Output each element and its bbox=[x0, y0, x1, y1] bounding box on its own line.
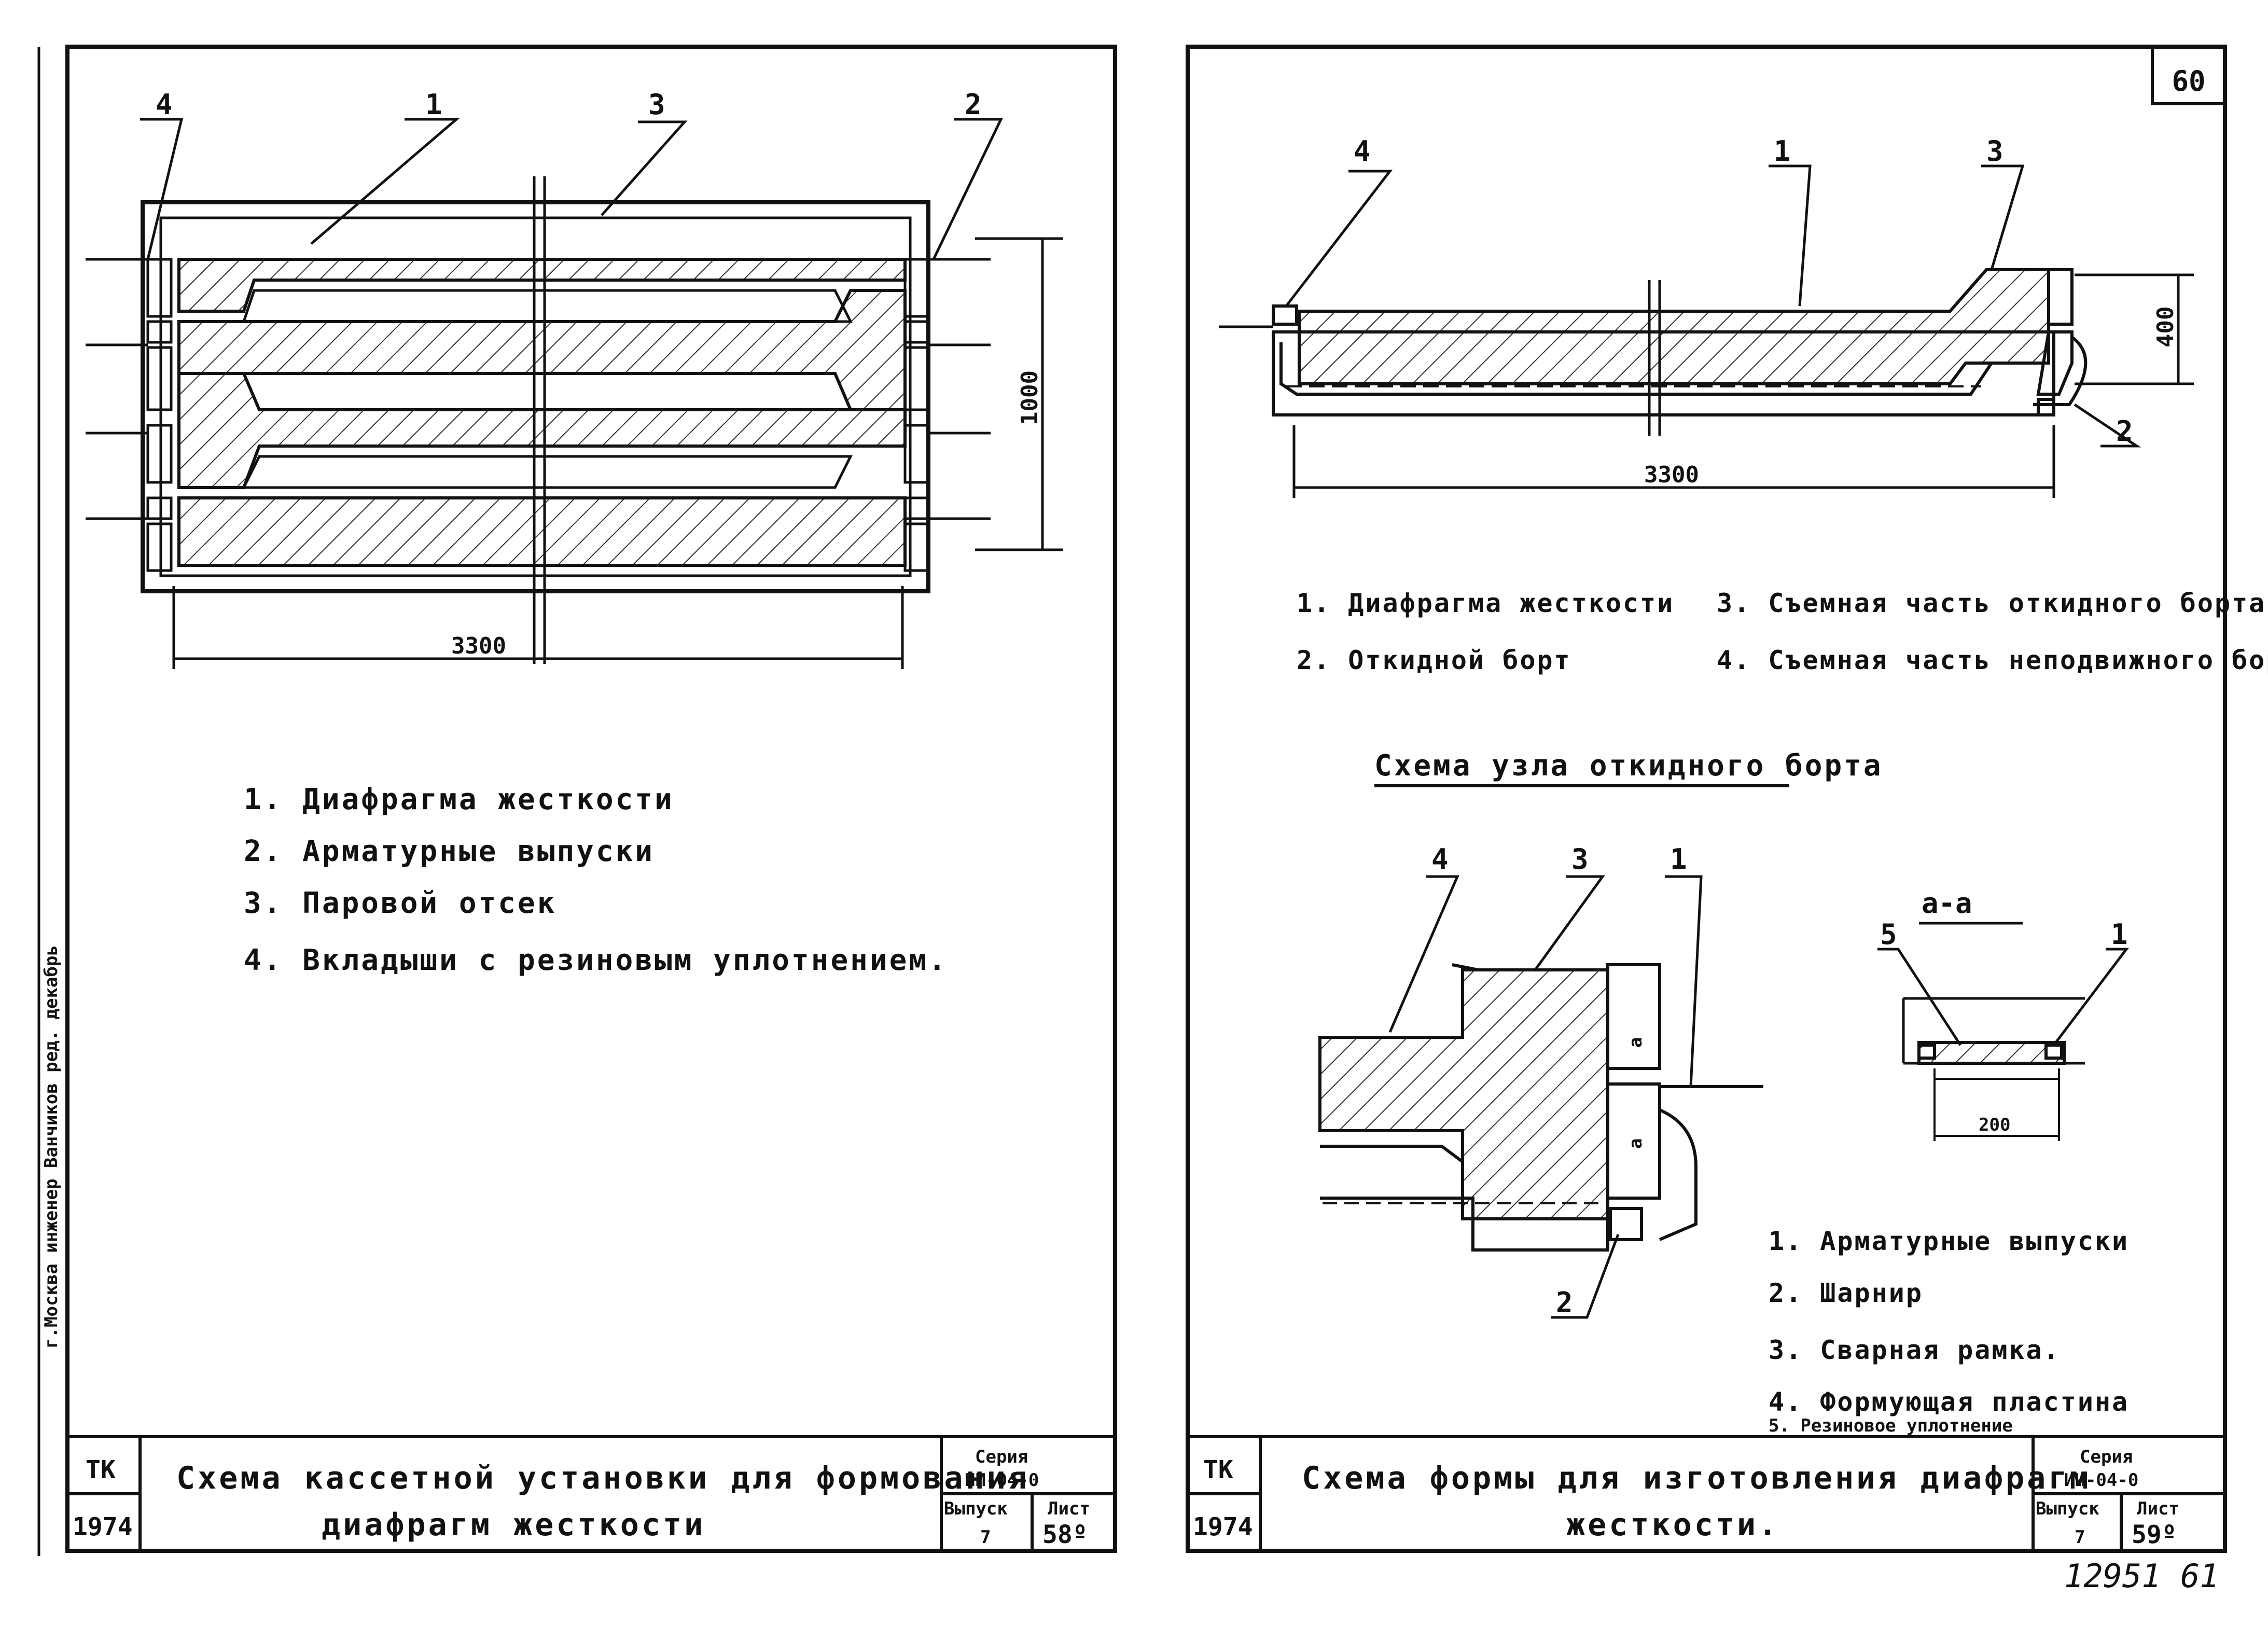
node-fixed-insert bbox=[1606, 963, 1661, 1070]
side-stamp: г.Москва инженер Ванчиков ред. декабрь bbox=[41, 945, 62, 1349]
node-legend: 1. Арматурные выпуски 2. Шарнир 3. Сварн… bbox=[1769, 1226, 2129, 1436]
node-callout-4: 4 bbox=[1431, 843, 1449, 875]
hinge bbox=[2037, 398, 2055, 416]
right-legend-item-2: 2. Откидной борт bbox=[1297, 645, 1571, 675]
section-dim: 200 bbox=[1979, 1115, 2010, 1135]
left-dim-height: 1000 bbox=[1017, 370, 1043, 425]
right-tb-issue-value: 7 bbox=[2075, 1527, 2085, 1548]
node-title: Схема узла откидного борта bbox=[1374, 749, 1883, 783]
node-legend-item-3: 3. Сварная рамка. bbox=[1769, 1335, 2061, 1365]
left-tb-sheet-label: Лист bbox=[1048, 1498, 1090, 1519]
fixed-side-insert bbox=[1272, 304, 1298, 326]
side-compartments bbox=[146, 258, 930, 572]
right-dim-height: 400 bbox=[2152, 307, 2179, 348]
left-callout-4: 4 bbox=[156, 88, 173, 121]
section-callout-5: 5 bbox=[1880, 918, 1897, 951]
right-callout-4: 4 bbox=[1354, 135, 1371, 168]
node-legend-item-2: 2. Шарнир bbox=[1769, 1278, 1923, 1308]
right-tb-title-2: жесткости. bbox=[1566, 1507, 1779, 1543]
right-callout-1: 1 bbox=[1774, 135, 1791, 168]
node-legend-item-5: 5. Резиновое уплотнение bbox=[1769, 1415, 2013, 1436]
bottom-note: 12951 61 bbox=[2064, 1557, 2219, 1595]
left-legend-item-3: 3. Паровой отсек bbox=[244, 886, 556, 920]
right-legend-item-1: 1. Диафрагма жесткости bbox=[1297, 588, 1674, 618]
right-dim-width: 3300 bbox=[1644, 462, 1699, 488]
left-tb-title-1: Схема кассетной установки для формования bbox=[176, 1460, 1029, 1496]
right-titleblock bbox=[1186, 1435, 2227, 1552]
right-sheet-frame bbox=[1186, 45, 2227, 1553]
right-tb-org: ТК bbox=[1203, 1455, 1233, 1484]
mould-drawing bbox=[1219, 164, 2194, 498]
right-tb-issue-label: Выпуск bbox=[2036, 1498, 2099, 1519]
right-tb-title-1: Схема формы для изготовления диафрагм bbox=[1302, 1460, 2091, 1496]
left-callout-3: 3 bbox=[648, 88, 665, 121]
cassette-drawing bbox=[86, 118, 1063, 669]
node-mark-a-top: а bbox=[1625, 1037, 1646, 1048]
panel-4 bbox=[177, 496, 907, 567]
panel-2 bbox=[177, 289, 907, 411]
left-tb-sheet-value: 58º bbox=[1042, 1520, 1088, 1549]
node-hinge-arm bbox=[1659, 1108, 1697, 1241]
section-plate bbox=[1917, 1041, 2066, 1065]
left-titleblock bbox=[66, 1435, 1117, 1552]
right-callout-2: 2 bbox=[2116, 415, 2133, 448]
right-legend: 1. Диафрагма жесткости 2. Откидной борт … bbox=[1297, 588, 2268, 675]
sheet-number-box: 60 bbox=[2151, 45, 2227, 105]
left-callout-1: 1 bbox=[425, 88, 442, 121]
left-callouts: 4 1 3 2 bbox=[156, 88, 982, 121]
mould-diaphragm bbox=[1298, 268, 2050, 385]
section-label: а-а bbox=[1922, 887, 1972, 920]
left-dim-width: 3300 bbox=[451, 633, 506, 659]
steam-compartment-3 bbox=[241, 455, 853, 489]
left-legend-item-1: 1. Диафрагма жесткости bbox=[244, 783, 674, 816]
node-callout-3: 3 bbox=[1571, 843, 1589, 875]
node-detail bbox=[1318, 875, 1763, 1319]
mould-bottom bbox=[1279, 342, 1993, 396]
right-callout-3: 3 bbox=[1986, 135, 2003, 168]
steam-compartment-1 bbox=[242, 289, 853, 323]
node-folding-insert bbox=[1606, 1082, 1661, 1200]
panel-3 bbox=[177, 372, 907, 489]
hinge-arm bbox=[2033, 336, 2088, 406]
steam-compartment-2 bbox=[242, 372, 853, 411]
left-tb-title-2: диафрагм жесткости bbox=[322, 1507, 705, 1543]
right-legend-item-3: 3. Съемная часть откидного борта bbox=[1717, 588, 2266, 618]
node-legend-item-4: 4. Формующая пластина bbox=[1769, 1387, 2129, 1417]
left-tb-issue-value: 7 bbox=[980, 1527, 991, 1548]
left-tb-org: ТК bbox=[86, 1455, 116, 1484]
left-tb-series-value: ИИ-04-0 bbox=[965, 1470, 1039, 1491]
node-legend-item-1: 1. Арматурные выпуски bbox=[1769, 1226, 2129, 1256]
left-legend: 1. Диафрагма жесткости 2. Арматурные вып… bbox=[244, 783, 948, 977]
node-hinge bbox=[1609, 1207, 1643, 1241]
left-tb-year: 1974 bbox=[73, 1512, 133, 1541]
panel-1 bbox=[177, 258, 907, 313]
left-tb-series-label: Серия bbox=[975, 1447, 1028, 1467]
section-callout-1: 1 bbox=[2111, 918, 2128, 951]
right-tb-series-value: ИИ-04-0 bbox=[2064, 1470, 2138, 1491]
node-callout-1: 1 bbox=[1670, 843, 1687, 875]
node-mark-a-bottom: а bbox=[1625, 1138, 1646, 1149]
right-callouts: 4 1 3 2 bbox=[1354, 135, 2133, 448]
reinforcement-outlets bbox=[86, 258, 991, 520]
node-weld-frame bbox=[1452, 963, 1608, 971]
right-tb-sheet-value: 59º bbox=[2132, 1520, 2177, 1549]
folding-side bbox=[2036, 268, 2074, 396]
node-callouts: 4 3 1 2 bbox=[1431, 843, 1687, 1319]
left-callout-leaders bbox=[140, 118, 1003, 260]
section-detail bbox=[1877, 948, 2130, 1141]
left-tb-issue-label: Выпуск bbox=[944, 1498, 1008, 1519]
sheet-number: 60 bbox=[2172, 65, 2205, 98]
right-legend-item-4: 4. Съемная часть неподвижного борта bbox=[1717, 645, 2268, 675]
left-dimensions bbox=[172, 237, 1063, 669]
left-legend-item-2: 2. Арматурные выпуски bbox=[244, 835, 655, 868]
right-tb-sheet-label: Лист bbox=[2137, 1498, 2179, 1519]
right-tb-series-label: Серия bbox=[2080, 1447, 2133, 1467]
node-callout-2: 2 bbox=[1556, 1286, 1573, 1319]
section-seal-left bbox=[1917, 1044, 1936, 1060]
left-legend-item-4: 4. Вкладыши с резиновым уплотнением. bbox=[244, 943, 948, 977]
left-callout-2: 2 bbox=[965, 88, 982, 121]
right-tb-year: 1974 bbox=[1193, 1512, 1253, 1541]
